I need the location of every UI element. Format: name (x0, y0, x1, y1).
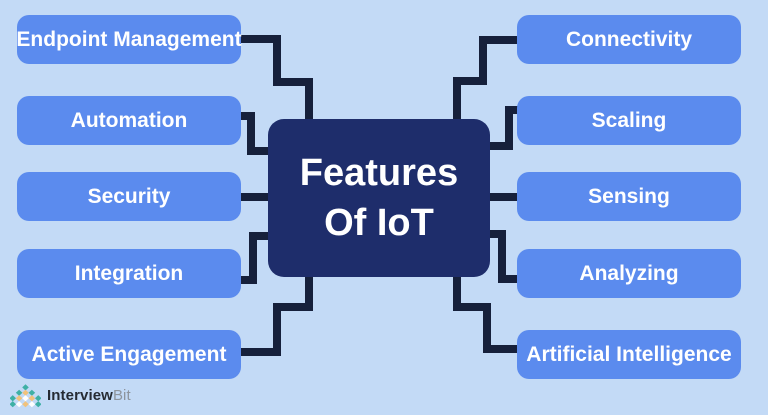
feature-label: Sensing (588, 184, 670, 208)
connector-artificial-intelligence (453, 273, 520, 353)
feature-label: Scaling (591, 108, 667, 132)
interviewbit-logo: InterviewBit (10, 382, 131, 409)
connector-integration (238, 232, 272, 284)
connector-active-engagement (238, 273, 313, 356)
feature-label: Artificial Intelligence (526, 342, 732, 366)
connector-connectivity (453, 36, 520, 125)
connector-endpoint-management (238, 35, 313, 125)
feature-box-artificial-intelligence: Artificial Intelligence (517, 330, 741, 379)
interviewbit-logo-text: InterviewBit (47, 387, 131, 404)
feature-box-security: Security (17, 172, 241, 221)
connector-analyzing (486, 230, 520, 283)
feature-label: Automation (70, 108, 188, 132)
center-title-box: Features Of IoT (268, 119, 490, 277)
feature-label: Active Engagement (31, 342, 227, 366)
connector-automation (238, 112, 272, 155)
feature-box-automation: Automation (17, 96, 241, 145)
connector-scaling (486, 106, 520, 150)
feature-label: Security (87, 184, 171, 208)
brand-name-secondary: Bit (112, 387, 131, 404)
feature-box-active-engagement: Active Engagement (17, 330, 241, 379)
interviewbit-logo-icon (10, 383, 41, 407)
feature-box-connectivity: Connectivity (517, 15, 741, 64)
feature-box-endpoint-management: Endpoint Management (16, 15, 242, 64)
feature-label: Connectivity (565, 27, 693, 51)
feature-label: Endpoint Management (16, 27, 242, 51)
brand-name-primary: Interview (47, 387, 113, 404)
center-title-line1: Features (299, 152, 459, 194)
feature-box-sensing: Sensing (517, 172, 741, 221)
center-title-line2: Of IoT (324, 202, 434, 244)
feature-box-integration: Integration (17, 249, 241, 298)
feature-label: Analyzing (579, 261, 679, 285)
feature-box-scaling: Scaling (517, 96, 741, 145)
feature-box-analyzing: Analyzing (517, 249, 741, 298)
feature-label: Integration (74, 261, 184, 285)
